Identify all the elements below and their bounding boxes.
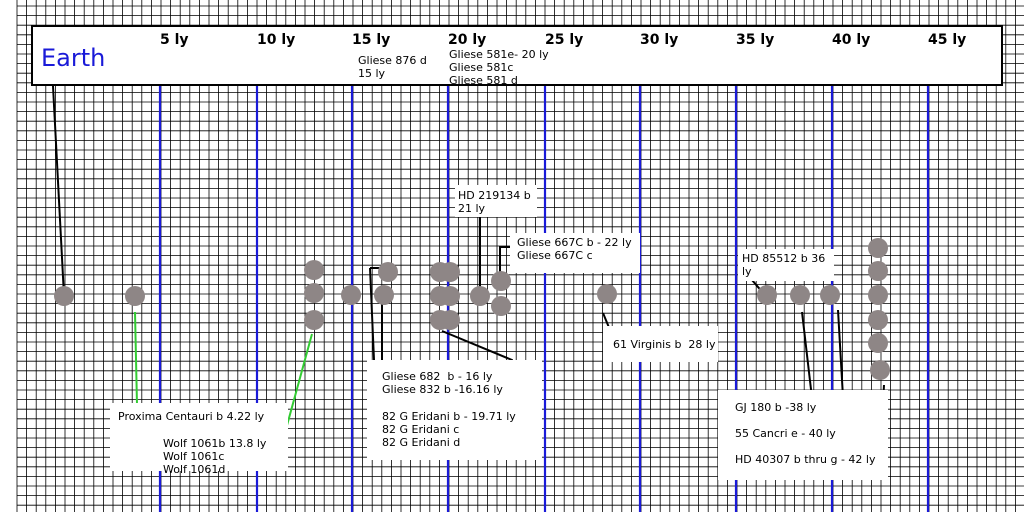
connector-line-0: [52, 85, 65, 297]
label-box-proxima-wolf: [110, 403, 288, 471]
label-box-hd219134: [455, 185, 537, 217]
tick-30-ly: 30 ly: [640, 32, 679, 48]
distance-header-bar: [31, 25, 1003, 86]
planet-dot-20: [820, 285, 840, 305]
planet-dot-14: [470, 286, 490, 306]
label-gj180: GJ 180 b -38 ly: [735, 401, 817, 414]
planet-dot-6: [378, 262, 398, 282]
earth-label: Earth: [41, 44, 106, 72]
planet-dot-11: [440, 286, 460, 306]
planet-dot-13: [440, 310, 460, 330]
planet-dot-5: [341, 285, 361, 305]
tick-10-ly: 10 ly: [257, 32, 296, 48]
planet-dot-9: [440, 262, 460, 282]
planet-dot-7: [374, 285, 394, 305]
label-box-gj180-cancri-hd40307: [718, 390, 888, 480]
label-55-cancri: 55 Cancri e - 40 ly: [735, 427, 836, 440]
planet-dot-24: [868, 310, 888, 330]
planet-dot-25: [868, 333, 888, 353]
planet-dot-16: [491, 296, 511, 316]
label-box-virginis: [603, 326, 718, 362]
label-proxima-centauri: Proxima Centauri b 4.22 ly: [118, 410, 265, 423]
planet-dot-1: [125, 286, 145, 306]
planet-dot-15: [491, 271, 511, 291]
planet-dot-17: [597, 284, 617, 304]
tick-25-ly: 25 ly: [545, 32, 584, 48]
planet-dot-22: [868, 261, 888, 281]
tick-20-ly: 20 ly: [448, 32, 487, 48]
tick-40-ly: 40 ly: [832, 32, 871, 48]
planet-dot-23: [868, 285, 888, 305]
connector-line-proxima: [134, 311, 138, 406]
planet-dot-4: [304, 310, 324, 330]
planet-dot-26: [870, 360, 890, 380]
planet-dot-0: [54, 286, 74, 306]
planet-dot-19: [790, 285, 810, 305]
label-61-virginis: 61 Virginis b 28 ly: [613, 338, 716, 351]
planet-dots: [54, 238, 890, 380]
label-box-gliese682-eridani: [367, 360, 542, 460]
planet-dot-3: [304, 283, 324, 303]
planet-dot-2: [304, 260, 324, 280]
tick-5-ly: 5 ly: [160, 32, 189, 48]
tick-35-ly: 35 ly: [736, 32, 775, 48]
planet-dot-18: [757, 285, 777, 305]
tick-15-ly: 15 ly: [352, 32, 391, 48]
label-box-hd85512: [738, 249, 834, 281]
tick-45-ly: 45 ly: [928, 32, 967, 48]
planet-dot-21: [868, 238, 888, 258]
label-box-gliese667: [510, 233, 640, 273]
label-hd40307: HD 40307 b thru g - 42 ly: [735, 453, 876, 466]
connector-line-4: [801, 311, 813, 399]
